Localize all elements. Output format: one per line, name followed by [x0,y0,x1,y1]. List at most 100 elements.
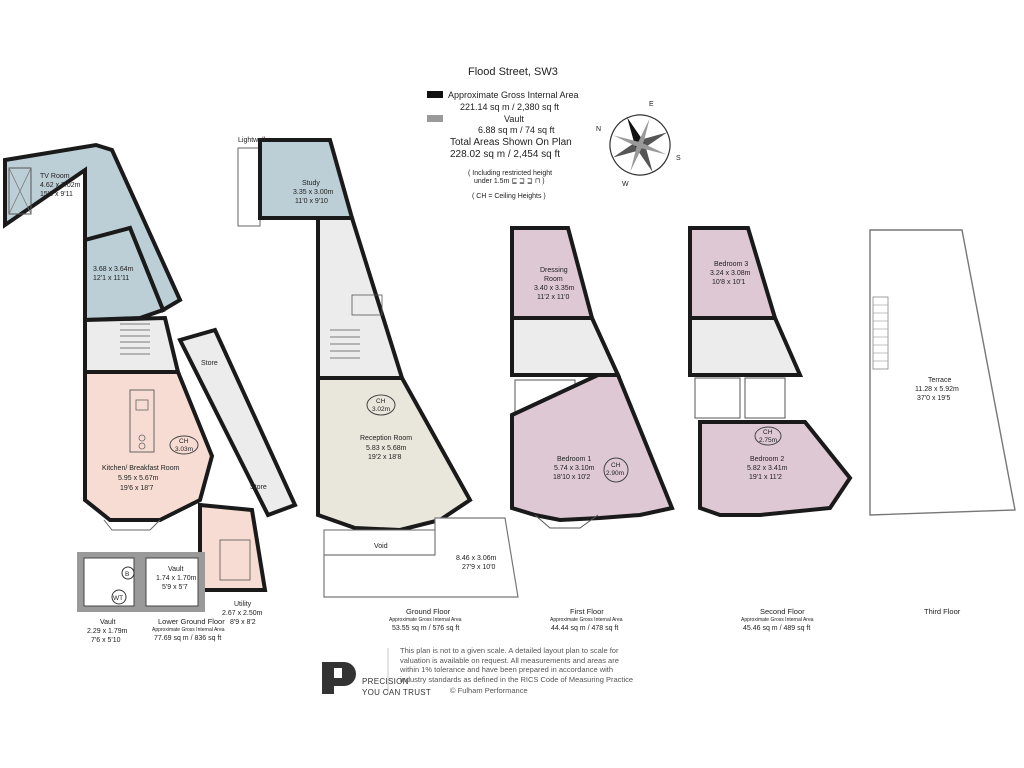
first-floor-sub: Approximate Gross Internal Area [550,617,623,623]
ground-floor-area: 53.55 sq m / 576 sq ft [392,625,459,632]
store-1-label: Store [201,360,218,367]
ground-terrace-dim2: 27'9 x 10'0 [462,564,496,571]
bedroom-2-dim2: 19'1 x 11'2 [749,474,782,481]
second-floor-sub: Approximate Gross Internal Area [741,617,814,623]
compass-icon [609,114,671,176]
third-terrace-dim1: 11.28 x 5.92m [915,386,959,393]
bedroom-1-area [510,373,675,523]
vault-1-name: Vault [100,619,115,626]
note-restricted-1: ( Including restricted height [468,170,553,177]
reception-dim1: 5.83 x 5.68m [366,445,407,452]
bedroom-2-area [698,420,853,517]
vault-swatch [427,115,443,122]
brand-tagline: PRECISION YOU CAN TRUST [362,676,431,698]
reception-area [316,376,473,533]
third-terrace-dim2: 37'0 x 19'5 [917,395,951,402]
third-floor-plan [869,229,1016,516]
utility-area [198,502,268,592]
vault-legend-value: 6.88 sq m / 74 sq ft [478,125,555,135]
note-restricted-2: under 1.5m ⊑ ⊒ ⊒ ⊓ ) [474,178,545,185]
first-hall [510,316,622,377]
second-floor-name: Second Floor [760,607,805,616]
gia-label: Approximate Gross Internal Area [448,90,579,100]
lower-floor-area: 77.69 sq m / 836 sq ft [154,635,221,642]
compass-w: W [622,181,629,188]
ground-floor-sub: Approximate Gross Internal Area [389,617,462,623]
note-ch: ( CH = Ceiling Heights ) [472,193,546,200]
disclaimer-line-3: within 1% tolerance and have been prepar… [400,665,614,674]
ground-ch-label: CH [376,398,386,405]
ground-ch-badge [366,394,396,416]
bedroom-2-dim1: 5.82 x 3.41m [747,465,788,472]
skylight [8,167,32,215]
compass-e: E [649,101,654,108]
page-title: Flood Street, SW3 [468,66,558,78]
ground-floor-name: Ground Floor [406,607,451,616]
total-value: 228.02 sq m / 2,454 sq ft [450,149,561,160]
study-name: Study [302,180,320,187]
tv-room-name: TV Room [40,173,70,180]
b-label: B [125,571,129,578]
room2-dim1: 3.68 x 3.64m [93,266,134,273]
second-ch-label: CH [763,429,773,436]
study-area [258,138,355,220]
tv-room-dim1: 4.62 x 3.02m [40,182,81,189]
second-ch-badge [754,426,782,446]
third-terrace-name: Terrace [928,377,951,384]
first-ch-badge [603,457,629,483]
reception-dim2: 19'2 x 18'8 [368,454,402,461]
bedroom-3-dim2: 10'8 x 10'1 [712,279,746,286]
reception-name: Reception Room [360,435,412,442]
room-2-area [83,225,166,323]
disclaimer: This plan is not to a given scale. A det… [400,646,690,684]
dressing-dim2: 11'2 x 11'0 [537,294,569,301]
bedroom-1-dim1: 5.74 x 3.10m [554,465,595,472]
third-terrace-area [869,229,1016,516]
store-strip [177,327,298,518]
first-ch-label: CH [611,462,621,469]
brand-line-1: PRECISION [362,677,409,686]
third-floor-name: Third Floor [924,607,961,616]
gia-value: 221.14 sq m / 2,380 sq ft [460,102,560,112]
bedroom-3-dim1: 3.24 x 3.08m [710,270,751,277]
lower-floor-sub: Approximate Gross Internal Area [152,627,225,633]
second-floor-plan [688,226,853,517]
lower-ch-label: CH [179,438,189,445]
vault-1-dim2: 7'6 x 5'10 [91,637,121,644]
study-dim1: 3.35 x 3.00m [293,189,334,196]
utility-dim2: 8'9 x 8'2 [230,619,256,626]
compass-s: S [676,155,681,162]
tv-room-dim2: 15'2 x 9'11 [40,191,73,198]
ground-terrace [323,517,519,598]
utility-name: Utility [234,601,252,608]
lightwell-label: Lightwell [238,137,266,144]
room2-dim2: 12'1 x 11'11 [93,275,129,282]
kitchen-dim2: 19'6 x 18'7 [120,485,154,492]
second-hall [688,316,804,377]
second-ch-value: 2.75m [759,437,777,444]
vault-2-dim2: 5'9 x 5'7 [162,584,188,591]
disclaimer-line-2: valuation is available on request. All m… [400,655,619,665]
compass-n: N [596,126,601,133]
total-label: Total Areas Shown On Plan [450,137,572,148]
lower-ch-value: 3.03m [175,446,193,453]
void-label: Void [374,543,388,550]
precision-logo-icon [322,648,389,694]
ground-terrace-dim1: 8.46 x 3.06m [456,555,497,562]
brand-line-2: YOU CAN TRUST [362,688,432,697]
kitchen-area [83,370,215,522]
second-floor-area: 45.46 sq m / 489 sq ft [743,625,810,632]
first-ch-value: 2.90m [606,470,624,477]
lightwell-area [237,147,261,227]
bedroom-1-name: Bedroom 1 [557,456,591,463]
first-floor-name: First Floor [570,607,604,616]
ground-ch-value: 3.02m [372,406,390,413]
lower-stairs [120,323,150,355]
bedroom-2-name: Bedroom 2 [750,456,784,463]
dressing-name-1: Dressing [540,267,568,274]
gia-swatch [427,91,443,98]
first-floor-area: 44.44 sq m / 478 sq ft [551,625,618,632]
first-floor-plan [510,226,675,529]
dressing-name-2: Room [544,276,563,283]
